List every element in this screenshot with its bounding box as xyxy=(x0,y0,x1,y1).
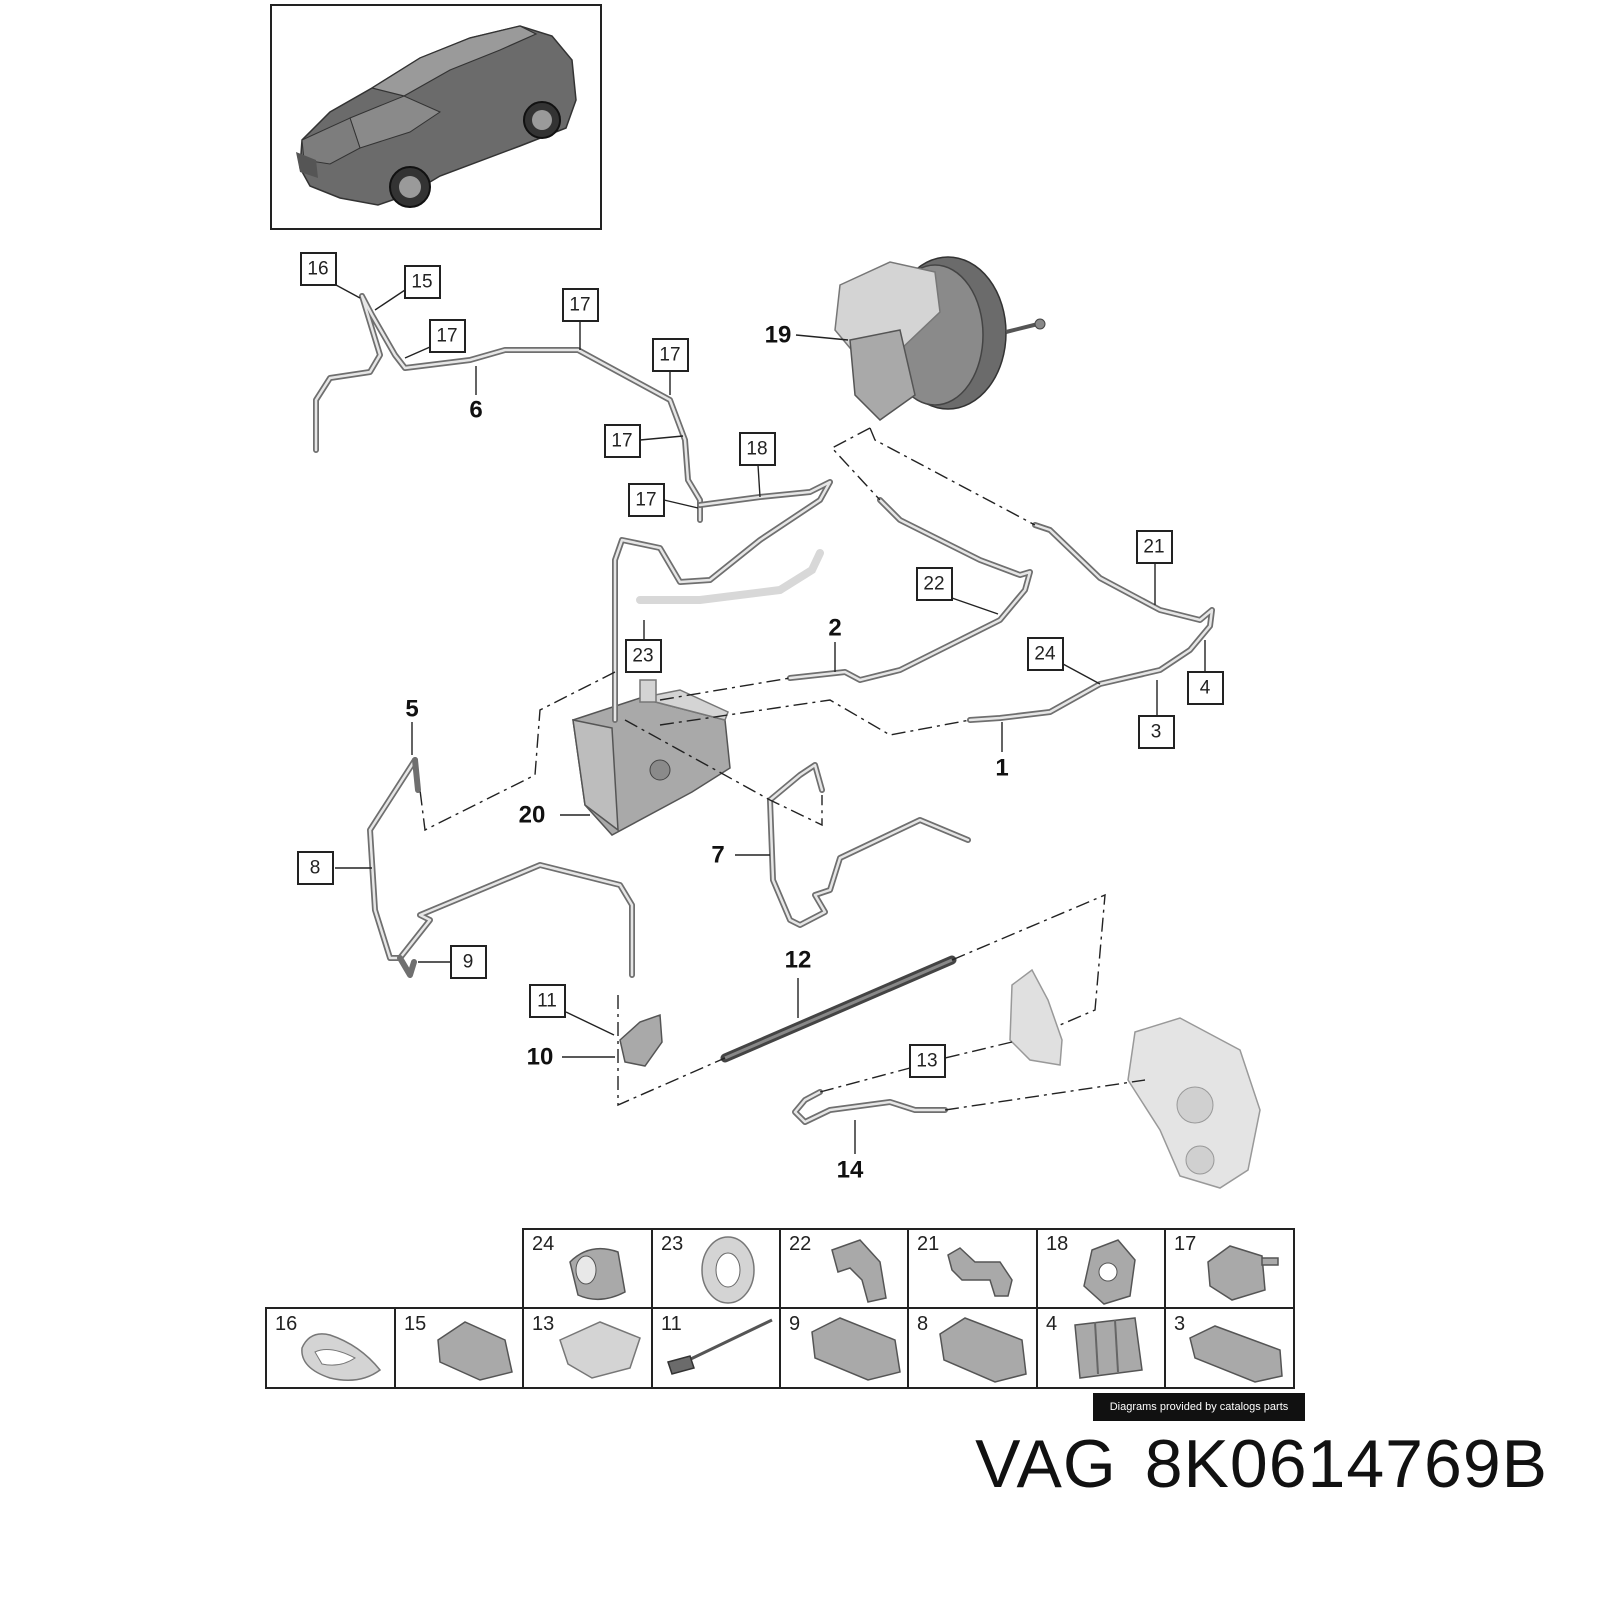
parts-grid-row-2: 16 15 13 11 9 8 xyxy=(265,1307,1295,1389)
abs-unit xyxy=(572,679,731,836)
callout-8: 8 xyxy=(297,851,334,885)
svg-text:23: 23 xyxy=(661,1233,683,1255)
callout-4: 4 xyxy=(1187,671,1224,705)
svg-text:17: 17 xyxy=(1174,1233,1196,1255)
callout-5: 5 xyxy=(405,696,418,723)
callout-10: 10 xyxy=(527,1044,554,1071)
connection-lines xyxy=(419,427,1146,1111)
parts-grid-row-1: 24 23 22 21 18 17 xyxy=(522,1228,1295,1309)
svg-text:4: 4 xyxy=(1200,678,1211,699)
grid-cell-8: 8 xyxy=(907,1307,1038,1389)
callout-16: 16 xyxy=(300,252,337,286)
svg-text:3: 3 xyxy=(1174,1313,1185,1335)
grid-cell-16: 16 xyxy=(265,1307,396,1389)
callout-21: 21 xyxy=(1136,530,1173,564)
bracket-10 xyxy=(619,1013,663,1067)
callout-17d: 17 xyxy=(604,424,641,458)
svg-text:13: 13 xyxy=(916,1051,937,1072)
grid-cell-13: 13 xyxy=(522,1307,653,1389)
svg-text:11: 11 xyxy=(661,1313,682,1335)
svg-text:3: 3 xyxy=(1151,722,1162,743)
callout-17a: 17 xyxy=(429,319,466,353)
callout-20: 20 xyxy=(519,802,546,829)
svg-text:23: 23 xyxy=(632,646,653,667)
svg-text:22: 22 xyxy=(789,1233,811,1255)
brake-pipes xyxy=(313,293,1215,1125)
svg-text:11: 11 xyxy=(537,991,557,1012)
pipe-9 xyxy=(397,757,421,978)
grid-cell-24: 24 xyxy=(522,1228,653,1309)
brake-caliper xyxy=(1127,1017,1261,1189)
grid-cell-17: 17 xyxy=(1164,1228,1295,1309)
grid-cell-3: 3 xyxy=(1164,1307,1295,1389)
callout-24: 24 xyxy=(1027,637,1064,671)
callout-17c: 17 xyxy=(652,338,689,372)
grid-cell-9: 9 xyxy=(779,1307,909,1389)
callout-22: 22 xyxy=(916,567,953,601)
grid-cell-21: 21 xyxy=(907,1228,1038,1309)
svg-text:16: 16 xyxy=(307,259,328,280)
vehicle-illustration xyxy=(296,25,577,208)
callout-12: 12 xyxy=(785,947,812,974)
callout-6: 6 xyxy=(469,397,482,424)
svg-text:21: 21 xyxy=(1143,537,1164,558)
svg-text:17: 17 xyxy=(659,345,680,366)
pipe-1 xyxy=(967,522,1215,723)
callout-11: 11 xyxy=(529,984,566,1018)
pipe-14 xyxy=(792,1089,948,1125)
callout-19: 19 xyxy=(765,322,792,349)
callout-17b: 17 xyxy=(562,288,599,322)
grid-cell-18: 18 xyxy=(1036,1228,1166,1309)
grid-cell-11: 11 xyxy=(651,1307,781,1389)
leader-lines xyxy=(335,284,1206,1154)
callout-23: 23 xyxy=(625,639,662,673)
callout-1: 1 xyxy=(995,755,1008,782)
callout-3: 3 xyxy=(1138,715,1175,749)
svg-text:9: 9 xyxy=(789,1313,800,1335)
svg-text:8: 8 xyxy=(917,1313,928,1335)
grid-cell-23: 23 xyxy=(651,1228,781,1309)
svg-text:8: 8 xyxy=(310,858,321,879)
vehicle-inset xyxy=(270,4,602,230)
diagram-credit-banner: Diagrams provided by catalogs parts xyxy=(1093,1393,1305,1421)
svg-text:24: 24 xyxy=(1034,644,1056,665)
callout-2: 2 xyxy=(828,615,841,642)
svg-text:13: 13 xyxy=(532,1313,554,1335)
svg-text:15: 15 xyxy=(411,272,432,293)
callout-17e: 17 xyxy=(628,483,665,517)
grid-cell-15: 15 xyxy=(394,1307,524,1389)
callout-13: 13 xyxy=(909,1044,946,1078)
svg-text:21: 21 xyxy=(917,1233,939,1255)
svg-text:17: 17 xyxy=(569,295,590,316)
svg-text:16: 16 xyxy=(275,1313,297,1335)
svg-text:15: 15 xyxy=(404,1313,426,1335)
grid-cell-22: 22 xyxy=(779,1228,909,1309)
svg-text:17: 17 xyxy=(611,431,632,452)
svg-text:18: 18 xyxy=(1046,1233,1068,1255)
hose-bracket xyxy=(1009,968,1063,1066)
part-brand: VAG xyxy=(975,1426,1117,1502)
brake-booster xyxy=(834,256,1046,421)
grid-cell-4: 4 xyxy=(1036,1307,1166,1389)
pipe-2 xyxy=(787,497,1033,683)
svg-text:18: 18 xyxy=(746,439,767,460)
part-number: 8K0614769B xyxy=(1144,1426,1548,1502)
callout-15: 15 xyxy=(404,265,441,299)
svg-text:9: 9 xyxy=(463,952,474,973)
svg-text:22: 22 xyxy=(923,574,944,595)
svg-text:4: 4 xyxy=(1046,1313,1057,1335)
reservoir-hose xyxy=(636,549,824,604)
part-reference: VAG 8K0614769B xyxy=(975,1425,1548,1503)
svg-text:24: 24 xyxy=(532,1233,554,1255)
callout-9: 9 xyxy=(450,945,487,979)
svg-text:17: 17 xyxy=(635,490,656,511)
callout-14: 14 xyxy=(837,1157,864,1184)
callout-7: 7 xyxy=(711,842,724,869)
callout-18: 18 xyxy=(739,432,776,466)
svg-text:17: 17 xyxy=(436,326,457,347)
